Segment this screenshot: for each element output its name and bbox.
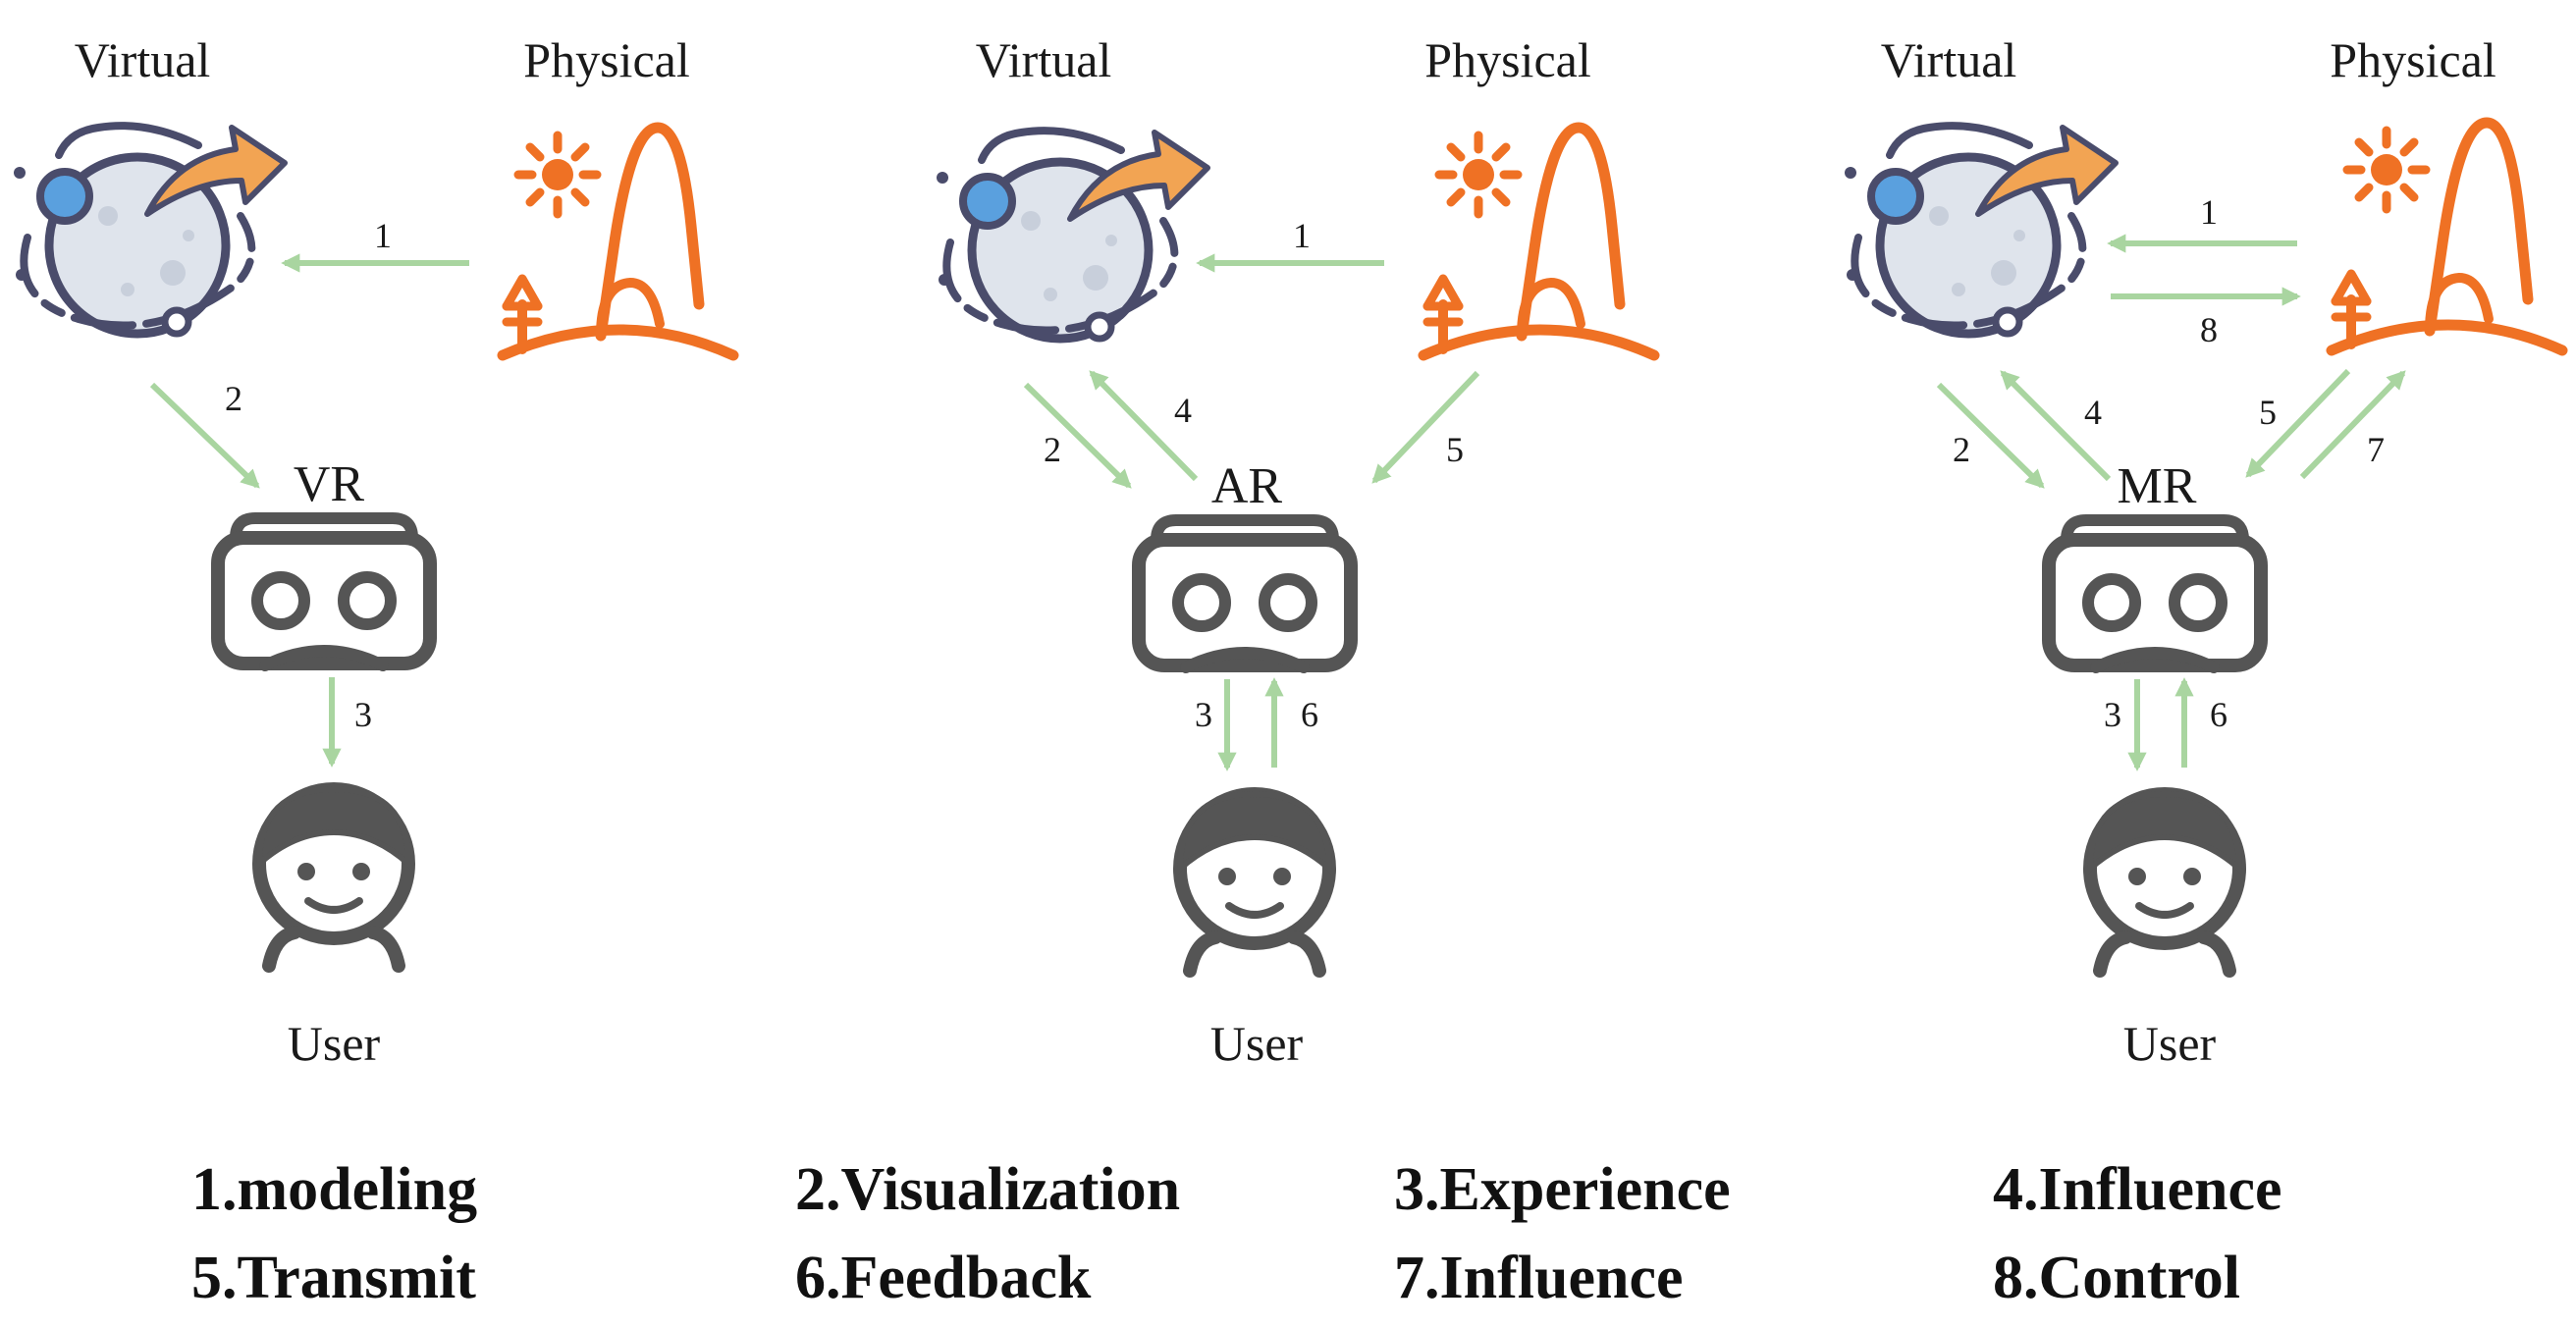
user-icon [1180, 794, 1329, 971]
legend-item-7: 7.Influence [1394, 1245, 1684, 1311]
physical-label: Physical [523, 32, 689, 87]
arrow-label-2: 2 [1953, 430, 1970, 469]
arrow-label-7: 7 [2367, 430, 2385, 469]
arrow-transmit [2245, 368, 2351, 478]
user-icon [259, 789, 408, 966]
device-label-vr: VR [294, 456, 365, 512]
legend-item-3: 3.Experience [1394, 1156, 1731, 1223]
arrow-label-4: 4 [2084, 393, 2102, 432]
arrow-label-3: 3 [354, 695, 372, 734]
physical-landscape-icon [503, 128, 733, 355]
legend-item-8: 8.Control [1993, 1245, 2240, 1311]
arrow-label-1: 1 [2200, 192, 2218, 232]
physical-landscape-icon [1423, 128, 1654, 355]
panel-vr: Virtual Physical 1 2 VR 3 User [14, 32, 733, 1071]
virtual-planet-icon [937, 131, 1208, 339]
arrow-label-6: 6 [1301, 695, 1318, 734]
legend-item-2: 2.Visualization [795, 1156, 1180, 1223]
physical-label: Physical [1424, 32, 1590, 87]
physical-label: Physical [2330, 32, 2496, 87]
arrow-label-5: 5 [2259, 393, 2277, 432]
arrow-label-8: 8 [2200, 310, 2218, 349]
legend: 1.modeling 2.Visualization 3.Experience … [191, 1156, 2282, 1311]
arrow-influence [2000, 370, 2112, 482]
panel-ar: Virtual Physical 1 2 4 5 AR 3 6 User [937, 32, 1654, 1071]
arrow-transmit [1371, 370, 1480, 484]
virtual-label: Virtual [1881, 32, 2017, 87]
headset-icon [218, 518, 430, 665]
legend-item-1: 1.modeling [191, 1156, 477, 1223]
user-label: User [1210, 1016, 1304, 1071]
physical-landscape-icon [2332, 123, 2562, 350]
arrow-label-2: 2 [1044, 430, 1061, 469]
virtual-planet-icon [14, 126, 285, 334]
panel-mr: Virtual Physical 1 8 2 4 5 7 MR 3 6 User [1845, 32, 2562, 1071]
legend-item-4: 4.Influence [1993, 1156, 2282, 1223]
arrow-label-3: 3 [2104, 695, 2121, 734]
arrow-label-2: 2 [225, 379, 242, 418]
virtual-label: Virtual [976, 32, 1112, 87]
device-label-ar: AR [1211, 458, 1283, 514]
arrow-label-1: 1 [1293, 216, 1311, 255]
headset-icon [2049, 520, 2261, 667]
arrow-label-4: 4 [1174, 391, 1192, 430]
arrow-visualization [149, 382, 260, 489]
legend-item-5: 5.Transmit [191, 1245, 476, 1311]
legend-item-6: 6.Feedback [795, 1245, 1092, 1311]
virtual-label: Virtual [75, 32, 211, 87]
arrow-visualization [1936, 382, 2045, 489]
headset-icon [1139, 520, 1351, 667]
arrow-influence [1089, 370, 1199, 482]
arrow-label-6: 6 [2210, 695, 2227, 734]
arrow-influence-physical [2299, 370, 2406, 480]
user-label: User [288, 1016, 381, 1071]
arrow-label-3: 3 [1195, 695, 1212, 734]
arrow-label-1: 1 [374, 216, 392, 255]
device-label-mr: MR [2118, 458, 2197, 514]
arrow-label-5: 5 [1446, 430, 1464, 469]
arrow-visualization [1023, 382, 1132, 489]
virtual-planet-icon [1845, 126, 2116, 334]
user-label: User [2123, 1016, 2217, 1071]
user-icon [2090, 794, 2239, 971]
